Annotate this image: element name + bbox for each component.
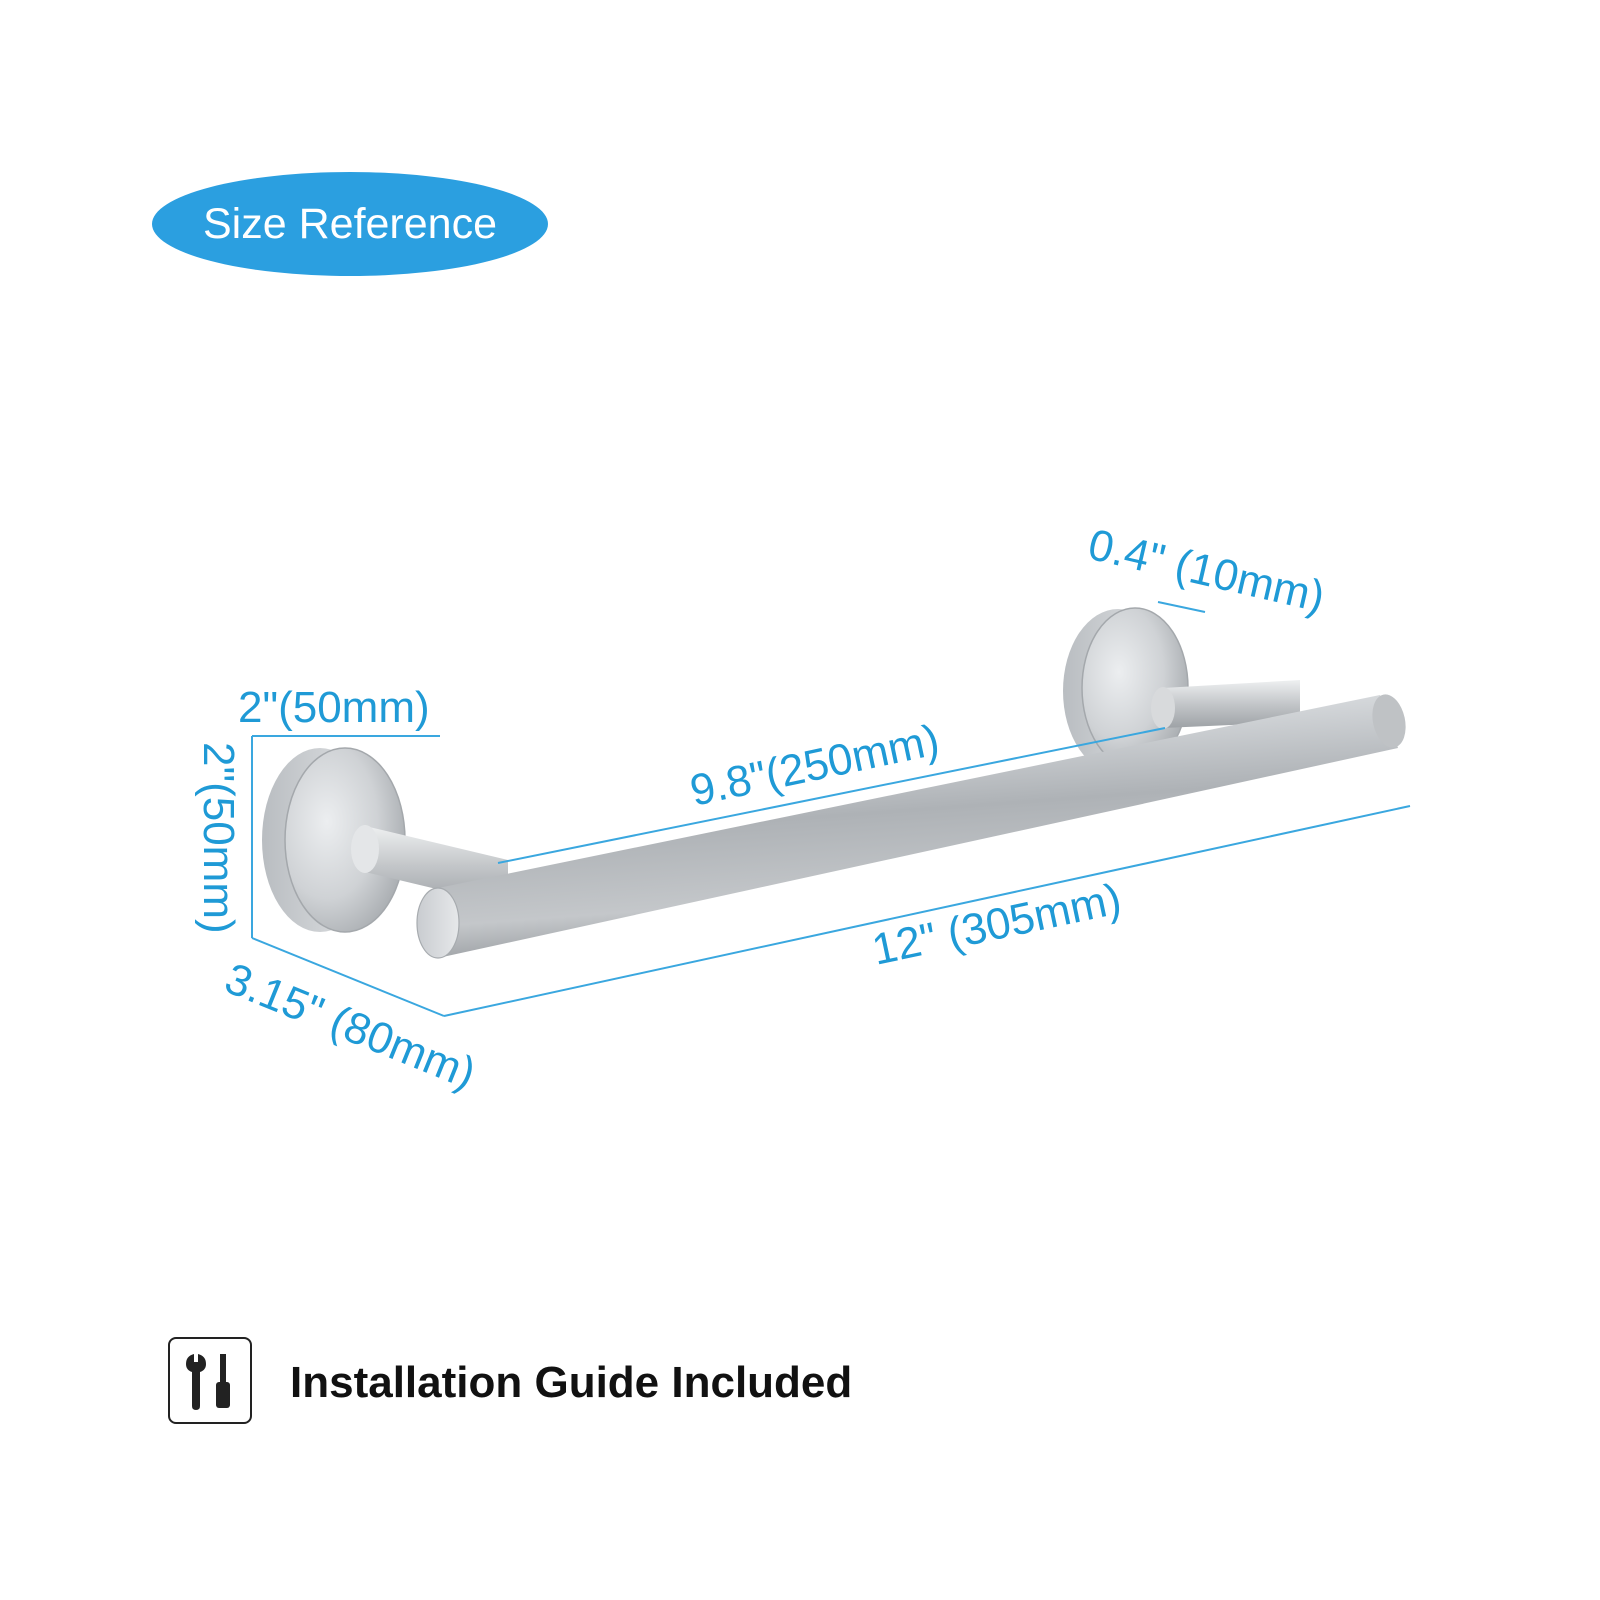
installation-guide-label: Installation Guide Included xyxy=(290,1358,853,1407)
thickness-line xyxy=(1157,601,1206,613)
projection-line xyxy=(251,937,445,1017)
backplate-thickness-label: 0.4" (10mm) xyxy=(1084,520,1329,622)
tools-icon-box xyxy=(168,1337,252,1424)
backplate-height-label: 2"(50mm) xyxy=(194,742,243,934)
towel-bar xyxy=(416,694,1406,959)
overall-length-label: 12" (305mm) xyxy=(868,874,1125,974)
overall-length-line xyxy=(443,805,1411,1017)
inner-length-line xyxy=(497,727,1166,864)
rear-post xyxy=(1151,680,1300,729)
wrench-screwdriver-icon xyxy=(186,1353,230,1410)
projection-label: 3.15" (80mm) xyxy=(218,954,482,1099)
size-reference-label: Size Reference xyxy=(203,199,497,248)
bar-end-cap xyxy=(416,887,460,959)
front-backplate xyxy=(262,747,406,933)
backplate-width-label: 2"(50mm) xyxy=(238,683,430,732)
dimension-lines xyxy=(251,601,1411,1017)
size-reference-badge: Size Reference xyxy=(152,172,548,276)
